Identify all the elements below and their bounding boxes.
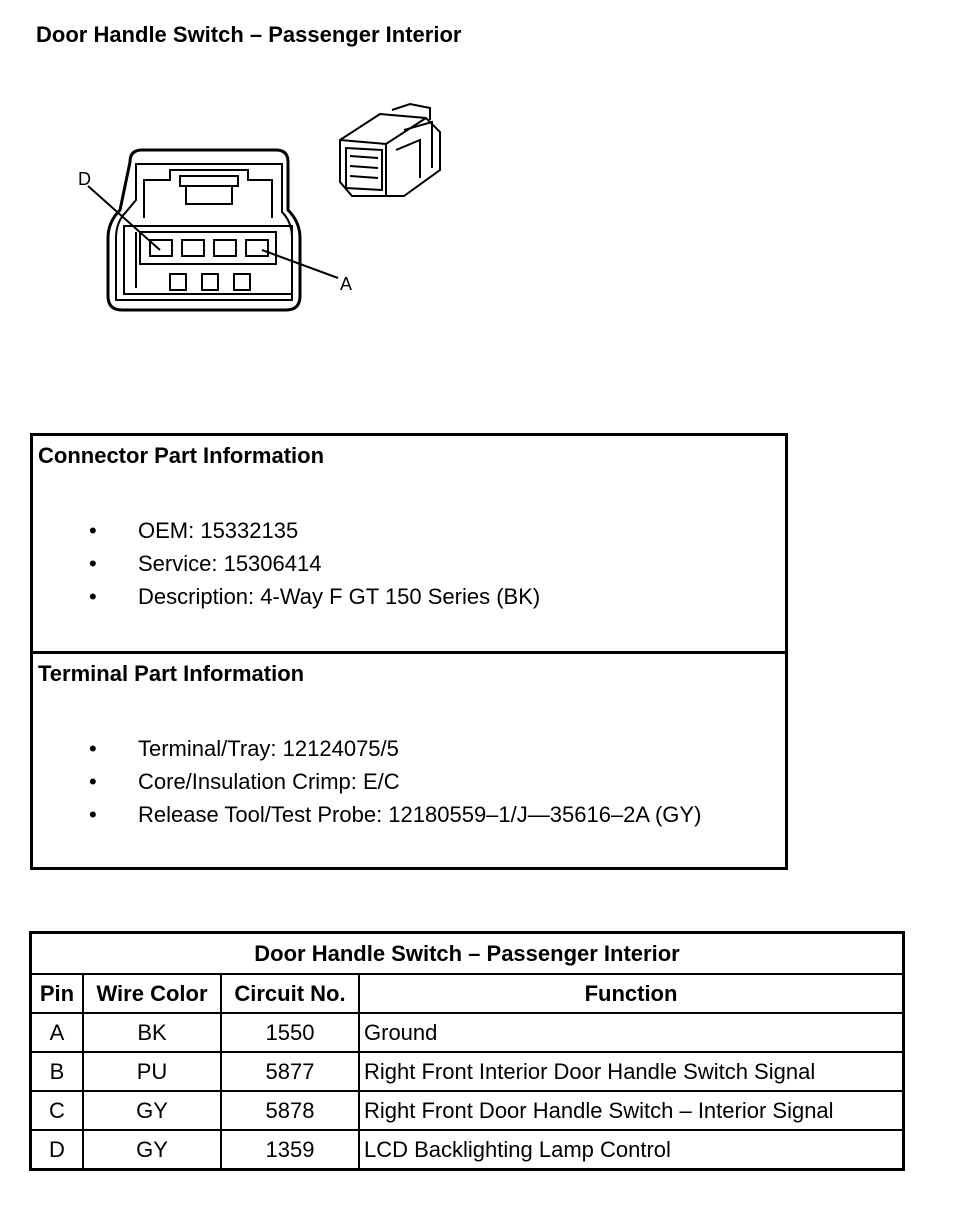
terminal-info-heading: Terminal Part Information — [38, 661, 305, 686]
circuit-cell: 1359 — [220, 1129, 360, 1171]
bullet-icon: • — [89, 551, 97, 576]
bullet-icon: • — [89, 518, 97, 543]
wire-color-cell: BK — [82, 1012, 222, 1053]
pin-table: Door Handle Switch – Passenger Interior … — [29, 931, 905, 1171]
function-cell: LCD Backlighting Lamp Control — [358, 1129, 905, 1171]
connector-face — [106, 148, 302, 312]
bullet-icon: • — [89, 584, 97, 609]
table-row: C GY 5878 Right Front Door Handle Switch… — [29, 1090, 905, 1131]
pin-cell: D — [29, 1129, 84, 1171]
leader-line-a — [261, 249, 339, 279]
pin-cell: B — [29, 1051, 84, 1092]
connector-3d-illustration — [339, 102, 441, 197]
function-cell: Ground — [358, 1012, 905, 1053]
function-cell: Right Front Interior Door Handle Switch … — [358, 1051, 905, 1092]
circuit-cell: 5877 — [220, 1051, 360, 1092]
connector-info-section: Connector Part Information •OEM: 1533213… — [33, 436, 785, 654]
column-header-function: Function — [358, 973, 905, 1014]
pin-label-d: D — [78, 169, 91, 189]
table-title: Door Handle Switch – Passenger Interior — [29, 931, 905, 975]
table-header-row: Pin Wire Color Circuit No. Function — [29, 973, 905, 1014]
bullet-icon: • — [89, 769, 97, 794]
wire-color-cell: GY — [82, 1129, 222, 1171]
circuit-cell: 1550 — [220, 1012, 360, 1053]
page-title: Door Handle Switch – Passenger Interior — [36, 22, 462, 47]
pin-cell: A — [29, 1012, 84, 1053]
bullet-icon: • — [89, 802, 97, 827]
function-cell: Right Front Door Handle Switch – Interio… — [358, 1090, 905, 1131]
table-row: B PU 5877 Right Front Interior Door Hand… — [29, 1051, 905, 1092]
pin-label-a: A — [340, 274, 352, 294]
part-info-box: Connector Part Information •OEM: 1533213… — [30, 433, 788, 870]
column-header-pin: Pin — [29, 973, 84, 1014]
column-header-circuit: Circuit No. — [220, 973, 360, 1014]
wire-color-cell: GY — [82, 1090, 222, 1131]
column-header-wire-color: Wire Color — [82, 973, 222, 1014]
bullet-icon: • — [89, 736, 97, 761]
connector-diagram: D A — [78, 102, 441, 312]
table-row: D GY 1359 LCD Backlighting Lamp Control — [29, 1129, 905, 1171]
wire-color-cell: PU — [82, 1051, 222, 1092]
pin-cell: C — [29, 1090, 84, 1131]
table-row: A BK 1550 Ground — [29, 1012, 905, 1053]
connector-info-heading: Connector Part Information — [38, 443, 325, 468]
leader-line-d — [87, 185, 161, 251]
circuit-cell: 5878 — [220, 1090, 360, 1131]
terminal-info-section: Terminal Part Information •Terminal/Tray… — [33, 654, 785, 867]
